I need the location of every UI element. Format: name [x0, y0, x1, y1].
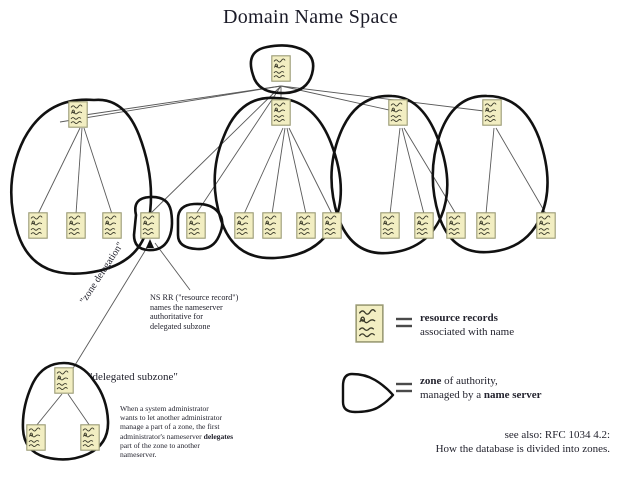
node-right-child-1[interactable] [380, 212, 400, 239]
tree-edges [35, 85, 547, 427]
legend-zone-line-2-text: managed by a [420, 388, 484, 401]
see-also-line-1: see also: RFC 1034 4.2: [504, 429, 610, 441]
legend-resource-record-icon [355, 304, 384, 343]
para-delegates-word: delegates [203, 431, 234, 441]
para-line-4-text: administrator's nameserver [120, 431, 204, 441]
node-far-right-child-2[interactable] [536, 212, 556, 239]
ns-rr-line-4: delegated subzone [150, 321, 211, 331]
delegation-explanation: When a system administrator wants to let… [120, 404, 285, 459]
node-middle-child-4[interactable] [322, 212, 342, 239]
legend-zone-line-1-rest: of authority, [441, 375, 498, 387]
legend-name-server-word: name server [483, 388, 542, 401]
page-title: Domain Name Space [222, 6, 399, 28]
zone-middle [213, 96, 343, 260]
ns-rr-annotation: NS RR ("resource record") names the name… [150, 293, 270, 331]
node-far-right-child-1[interactable] [476, 212, 496, 239]
zone-subzone-detail [21, 361, 110, 461]
ns-rr-line-1: NS RR ("resource record") [150, 293, 239, 302]
para-line-2: wants to let another administrator [120, 413, 223, 423]
para-line-6: nameserver. [120, 450, 157, 460]
node-root[interactable] [271, 55, 291, 82]
node-subzone-child-2[interactable] [80, 424, 100, 451]
ns-rr-line-3: authoritative for [150, 312, 203, 322]
node-left-child-2[interactable] [66, 212, 86, 239]
see-also-note: see also: RFC 1034 4.2: How the database… [360, 428, 610, 456]
legend-zone-word: zone [420, 375, 442, 387]
para-line-1: When a system administrator [120, 404, 209, 413]
node-middle-child-1[interactable] [234, 212, 254, 239]
ns-rr-arrow-icon [146, 239, 154, 248]
node-left-parent[interactable] [68, 101, 88, 128]
legend-zone-line-1: zone of authority, [420, 375, 610, 389]
node-right-child-2[interactable] [414, 212, 434, 239]
legend-zone-icon [341, 372, 395, 414]
node-far-right-parent[interactable] [482, 99, 502, 126]
node-subzone-child-1[interactable] [26, 424, 46, 451]
zone-root [249, 44, 315, 95]
para-line-3: manage a part of a zone, the first [120, 422, 220, 432]
node-middle-parent[interactable] [271, 99, 291, 126]
ns-rr-line-2: names the nameserver [150, 302, 223, 312]
delegated-subzone-label: "delegated subzone" [88, 371, 178, 383]
node-left-child-3[interactable] [102, 212, 122, 239]
node-right-parent[interactable] [388, 99, 408, 126]
legend-resource-records-text: resource records associated with name [420, 312, 605, 339]
node-middle-child-3[interactable] [296, 212, 316, 239]
node-delegated-b[interactable] [186, 212, 206, 239]
see-also-line-2: How the database is divided into zones. [435, 443, 610, 455]
legend-zone-line-2: managed by a name server [420, 389, 610, 403]
para-line-4: administrator's nameserver delegates [120, 432, 285, 441]
node-left-child-1[interactable] [28, 212, 48, 239]
para-line-5: part of the zone to another [120, 440, 200, 450]
node-delegated-a[interactable] [140, 212, 160, 239]
legend-rr-line-2: associated with name [420, 325, 515, 338]
node-subzone-parent[interactable] [54, 367, 74, 394]
legend-equals-marks [396, 317, 412, 393]
node-middle-child-2[interactable] [262, 212, 282, 239]
legend-zone-text: zone of authority, managed by a name ser… [420, 375, 610, 402]
zone-blobs [10, 44, 549, 461]
node-right-child-3[interactable] [446, 212, 466, 239]
zone-far-right [431, 94, 549, 254]
zone-delegated-a [132, 195, 174, 252]
zone-left [10, 98, 153, 275]
legend-rr-line-1: resource records [420, 312, 498, 324]
